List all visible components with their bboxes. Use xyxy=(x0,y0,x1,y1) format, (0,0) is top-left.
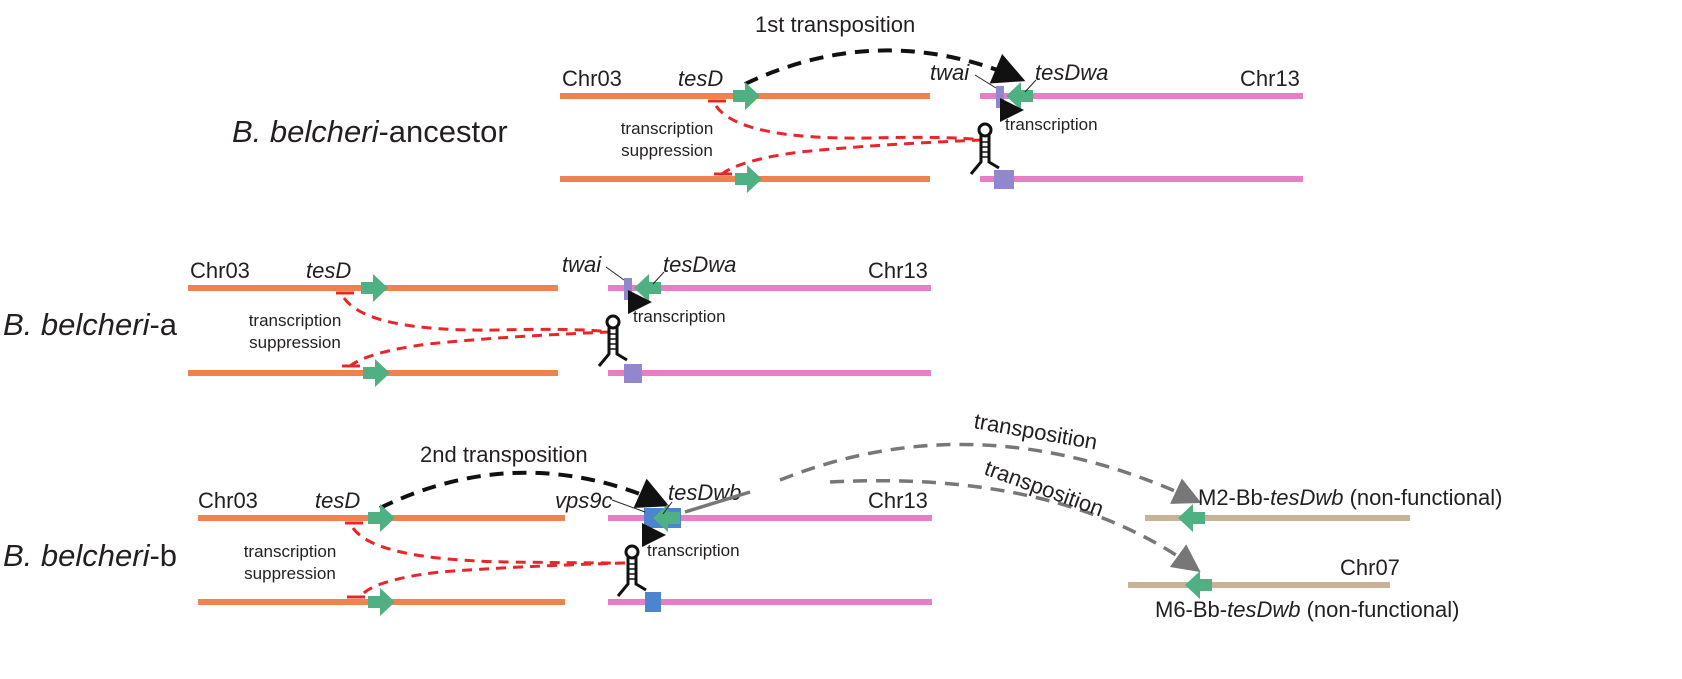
chr-left-label: Chr03 xyxy=(190,258,250,283)
suppression-text: suppression xyxy=(621,141,713,160)
transposition-arrow-m6 xyxy=(829,478,1201,573)
chr07-label: Chr07 xyxy=(1340,555,1400,580)
suppression-text: transcription xyxy=(249,311,342,330)
m2-tesDwb-arrow xyxy=(1178,504,1205,532)
transposition-label: transposition xyxy=(972,408,1099,454)
m6-tesDwb-arrow xyxy=(1185,571,1212,599)
transcription-label: transcription xyxy=(633,307,726,326)
chr-left-label: Chr03 xyxy=(198,488,258,513)
suppression-text: suppression xyxy=(244,564,336,583)
suppression-text: suppression xyxy=(249,333,341,352)
transposition-arrow-m2 xyxy=(779,442,1202,504)
tesD-arrow xyxy=(733,82,760,110)
tesD-arrow xyxy=(368,504,395,532)
tesDwa-arrow xyxy=(634,274,661,302)
tesD-arrow xyxy=(735,165,762,193)
species-label: B. belcheri-ancestor xyxy=(232,114,508,149)
m2-label: M2-Bb-tesDwb (non-functional) xyxy=(1198,485,1502,510)
chr-left-label: Chr03 xyxy=(562,66,622,91)
gene-left-label: tesD xyxy=(315,488,360,513)
tesD-arrow xyxy=(361,274,388,302)
transcription-label: transcription xyxy=(647,541,740,560)
transposition-arrow xyxy=(744,48,1026,86)
transposition-label: 1st transposition xyxy=(755,12,915,37)
host-gene-label: twai xyxy=(930,60,970,85)
gene-left-label: tesD xyxy=(678,66,723,91)
chr-right-label: Chr13 xyxy=(868,258,928,283)
species-label: B. belcheri-b xyxy=(3,538,177,573)
panel-ancestor: B. belcheri-ancestor 1st transposition C… xyxy=(232,12,1303,193)
tesDwb-arrow xyxy=(653,504,680,532)
transcription-label: transcription xyxy=(1005,115,1098,134)
host-gene-label: vps9c xyxy=(555,488,612,513)
tesDwa-arrow xyxy=(1006,82,1033,110)
transposition-label: 2nd transposition xyxy=(420,442,588,467)
copy-gene-label: tesDwb xyxy=(668,480,741,505)
panel-belcheri-b: B. belcheri-b 2nd transposition Chr03 te… xyxy=(3,408,1502,622)
copy-gene-label: tesDwa xyxy=(663,252,736,277)
rna-hairpin-icon xyxy=(616,544,647,597)
rna-hairpin-icon xyxy=(969,122,1000,175)
transposition-label: transposition xyxy=(981,455,1107,521)
host-gene-label: twai xyxy=(562,252,602,277)
suppression-text: transcription xyxy=(244,542,337,561)
chr-right-label: Chr13 xyxy=(868,488,928,513)
suppression-text: transcription xyxy=(621,119,714,138)
gene-left-label: tesD xyxy=(306,258,351,283)
suppression-line xyxy=(351,527,626,565)
twai-box xyxy=(994,170,1014,189)
copy-gene-label: tesDwa xyxy=(1035,60,1108,85)
rna-hairpin-icon xyxy=(597,314,628,367)
suppression-line xyxy=(714,105,983,142)
species-label: B. belcheri-a xyxy=(3,307,178,342)
chr-right-label: Chr13 xyxy=(1240,66,1300,91)
transposition-arrow xyxy=(379,470,670,510)
m6-label: M6-Bb-tesDwb (non-functional) xyxy=(1155,597,1459,622)
panel-belcheri-a: B. belcheri-a Chr03 tesD twai tesDwa Chr… xyxy=(3,252,931,387)
twai-box xyxy=(996,86,1004,108)
suppression-line xyxy=(721,138,983,176)
